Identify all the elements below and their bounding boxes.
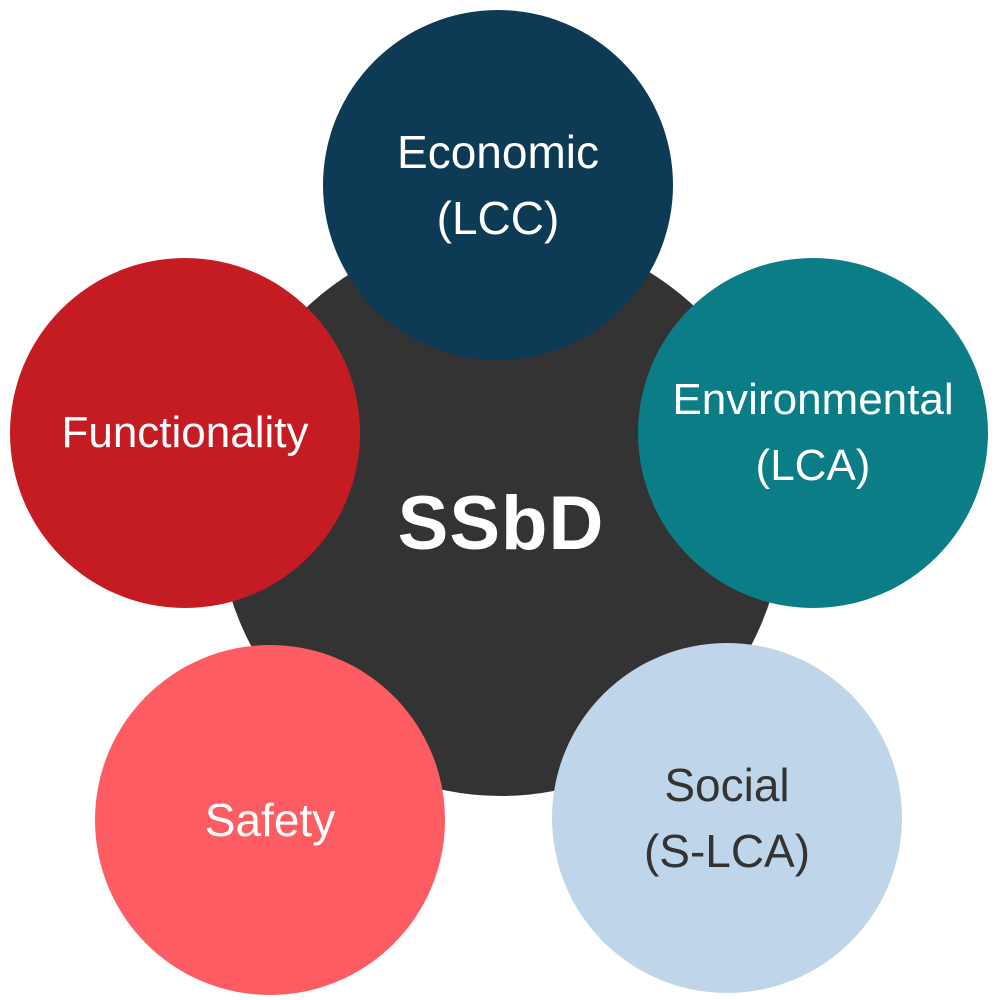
- node-environmental-subtitle: (LCA): [755, 441, 871, 490]
- node-environmental: Environmental (LCA): [638, 258, 988, 608]
- node-functionality: Functionality: [10, 258, 360, 608]
- center-label: SSbD: [397, 480, 605, 566]
- node-social: Social (S-LCA): [552, 643, 902, 993]
- node-economic-title: Economic: [397, 126, 599, 178]
- node-economic-subtitle: (LCC): [436, 192, 560, 244]
- node-social-subtitle: (S-LCA): [643, 825, 811, 877]
- node-social-title: Social: [664, 759, 790, 811]
- node-environmental-title: Environmental: [672, 375, 954, 424]
- node-economic: Economic (LCC): [323, 10, 673, 360]
- node-safety: Safety: [95, 645, 445, 995]
- node-safety-title: Safety: [204, 794, 336, 846]
- node-functionality-title: Functionality: [61, 408, 309, 457]
